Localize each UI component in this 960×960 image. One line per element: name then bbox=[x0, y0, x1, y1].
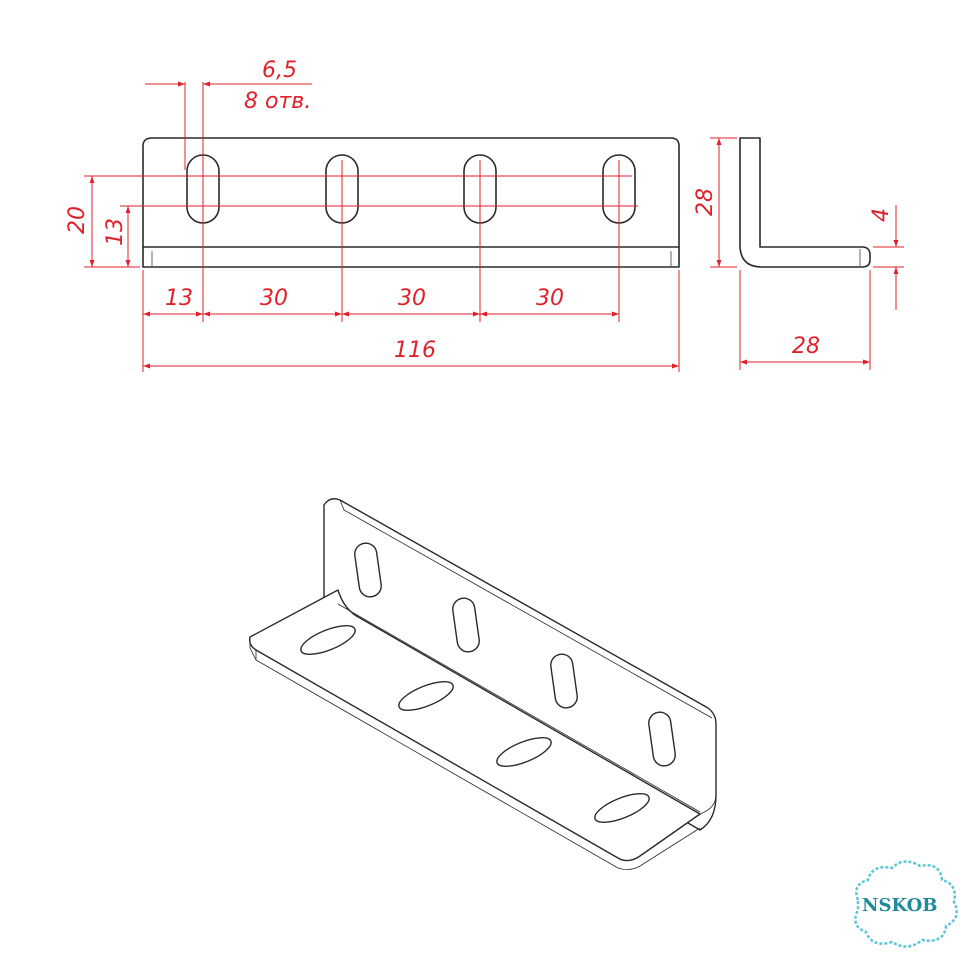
iso-slot bbox=[550, 653, 578, 709]
iso-horizontal-slots bbox=[300, 625, 650, 823]
dim-height-13: 13 bbox=[103, 206, 131, 267]
dim-pitch-1-label: 30 bbox=[260, 286, 288, 311]
iso-slot bbox=[496, 737, 552, 767]
dim-edge-13-label: 13 bbox=[165, 286, 193, 311]
dim-height-20-label: 20 bbox=[65, 206, 90, 234]
iso-horizontal-flange bbox=[248, 589, 701, 862]
dim-side-thickness-label: 4 bbox=[869, 208, 894, 222]
iso-slot bbox=[452, 597, 480, 653]
dim-side-width: 28 bbox=[740, 334, 870, 365]
dim-overall-length: 116 bbox=[143, 338, 679, 369]
iso-slot bbox=[398, 681, 454, 711]
front-view bbox=[84, 82, 680, 372]
dim-height-13-label: 13 bbox=[103, 218, 128, 246]
dim-pitch-3-label: 30 bbox=[536, 286, 564, 311]
dim-pitch-2-label: 30 bbox=[398, 286, 426, 311]
dim-side-thickness: 4 bbox=[869, 205, 899, 310]
brand-logo-text: NSKOB bbox=[862, 895, 938, 916]
brand-logo: NSKOB bbox=[854, 860, 958, 948]
dim-hole-width: 6,5 8 отв. bbox=[145, 58, 312, 114]
side-profile bbox=[739, 137, 871, 268]
dim-chain: 13 30 30 30 bbox=[143, 286, 619, 317]
iso-slot bbox=[648, 711, 676, 767]
dim-side-height: 28 bbox=[693, 138, 722, 267]
dim-height-20: 20 bbox=[65, 176, 95, 267]
front-outline bbox=[142, 137, 680, 268]
iso-slot bbox=[354, 542, 382, 598]
dim-side-height-label: 28 bbox=[693, 188, 718, 216]
dim-overall-length-label: 116 bbox=[394, 338, 436, 363]
side-view bbox=[710, 137, 904, 370]
slot-holes bbox=[186, 154, 636, 224]
iso-vertical-slots bbox=[354, 542, 676, 767]
dim-hole-width-label: 6,5 bbox=[262, 58, 297, 83]
iso-slot bbox=[300, 625, 356, 655]
dim-side-width-label: 28 bbox=[792, 334, 820, 359]
dim-hole-count-label: 8 отв. bbox=[244, 89, 311, 114]
iso-slot bbox=[594, 793, 650, 823]
isometric-view bbox=[248, 498, 717, 870]
